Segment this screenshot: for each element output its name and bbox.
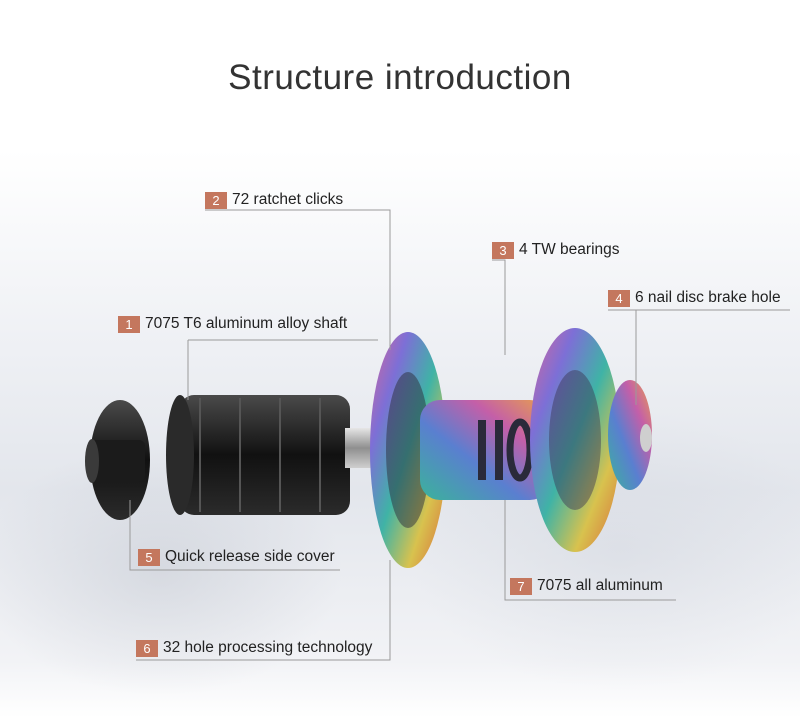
- label-disc-brake: 6 nail disc brake hole: [635, 289, 781, 306]
- right-flange: [530, 328, 620, 552]
- disc-mount: [608, 380, 652, 490]
- freehub-body: [180, 395, 350, 515]
- badge-4: 4: [608, 289, 630, 307]
- label-hole-processing: 32 hole processing technology: [163, 639, 373, 656]
- callout-shaft: 1 7075 T6 aluminum alloy shaft: [118, 314, 347, 334]
- label-aluminum: 7075 all aluminum: [537, 577, 663, 594]
- side-cover-stem: [90, 440, 145, 482]
- freehub-end: [166, 395, 194, 515]
- callout-aluminum: 7 7075 all aluminum: [510, 576, 663, 596]
- leader-hole: [136, 560, 391, 661]
- right-flange-inner: [549, 370, 601, 510]
- hub-logo: [478, 418, 534, 482]
- callout-hole-processing: 6 32 hole processing technology: [136, 638, 372, 658]
- badge-5: 5: [138, 548, 160, 566]
- callout-side-cover: 5 Quick release side cover: [138, 547, 335, 567]
- leader-ratchet: [205, 209, 391, 350]
- leader-cover: [129, 500, 340, 571]
- label-bearings: 4 TW bearings: [519, 241, 620, 258]
- badge-6: 6: [136, 639, 158, 657]
- page-title: Structure introduction: [228, 58, 572, 97]
- label-ratchet-clicks: 72 ratchet clicks: [232, 191, 344, 208]
- axle-end: [640, 424, 652, 452]
- callout-disc-brake: 4 6 nail disc brake hole: [608, 288, 781, 308]
- badge-1: 1: [118, 315, 140, 333]
- left-flange-inner: [386, 372, 430, 528]
- freehub-splines: [199, 398, 321, 512]
- badge-7: 7: [510, 577, 532, 595]
- badge-3: 3: [492, 241, 514, 259]
- label-shaft: 7075 T6 aluminum alloy shaft: [145, 315, 348, 332]
- leader-aluminum: [504, 500, 676, 601]
- callout-ratchet: 2 72 ratchet clicks: [205, 190, 343, 210]
- badge-2: 2: [205, 191, 227, 209]
- label-side-cover: Quick release side cover: [165, 548, 335, 565]
- leader-bearings: [492, 259, 506, 355]
- callout-bearings: 3 4 TW bearings: [492, 240, 620, 260]
- side-cover-face: [85, 439, 99, 483]
